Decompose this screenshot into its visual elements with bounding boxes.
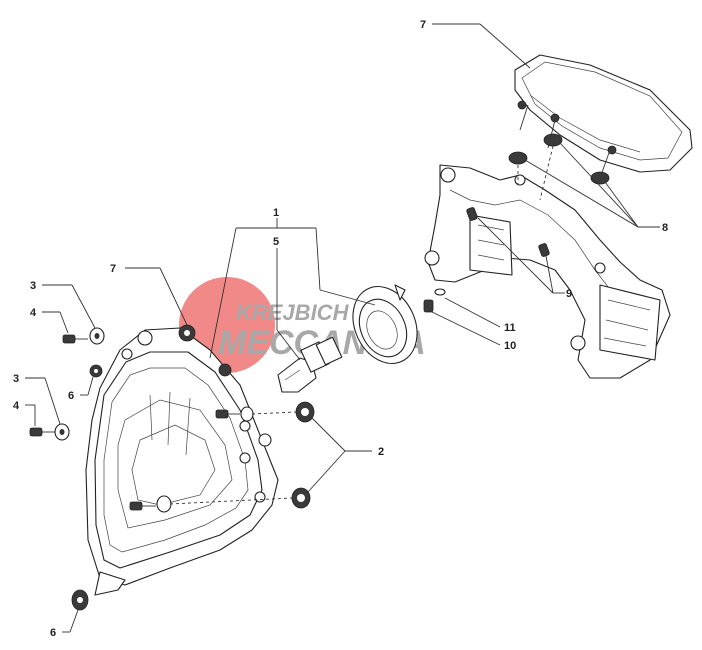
- callout-5: 5: [273, 236, 279, 248]
- callout-11: 11: [504, 322, 516, 334]
- rubber-mounts: [508, 133, 610, 185]
- headlight-bracket: [423, 145, 671, 379]
- callout-10: 10: [504, 340, 516, 352]
- callout-7-top: 7: [420, 19, 426, 31]
- callout-4-lower: 4: [13, 400, 20, 412]
- callout-2: 2: [378, 446, 384, 458]
- callout-9: 9: [566, 288, 572, 300]
- watermark-line1: KREJBICH: [236, 300, 350, 325]
- callout-6-lower: 6: [50, 627, 56, 639]
- callout-1: 1: [273, 207, 279, 219]
- callout-labels: 1 5 7 7 8 9 11 10 2 3 4 6 3 4 6: [13, 19, 668, 639]
- fasteners-left: [29, 327, 315, 611]
- callout-4-upper: 4: [30, 307, 37, 319]
- callout-7-left: 7: [110, 263, 116, 275]
- instrument-cluster: [514, 54, 693, 179]
- headlight-bulb: [277, 336, 343, 393]
- callout-3-lower: 3: [13, 373, 19, 385]
- callout-6-upper: 6: [68, 390, 74, 402]
- bulb-cover: [352, 284, 418, 364]
- callout-8: 8: [662, 222, 668, 234]
- leader-lines: [25, 23, 660, 633]
- headlight-housing: [85, 324, 279, 596]
- callout-3-upper: 3: [30, 280, 36, 292]
